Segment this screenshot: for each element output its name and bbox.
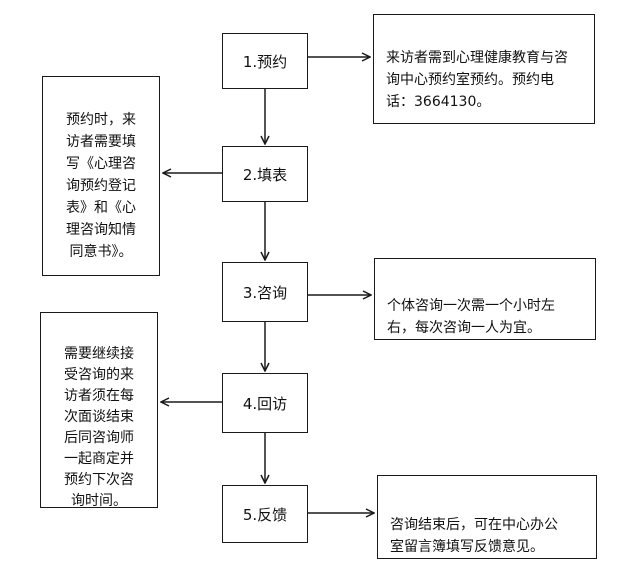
- step-consult: 3.咨询: [222, 262, 308, 322]
- step-reserve: 1.预约: [222, 33, 308, 89]
- note-feedback-text: 咨询结束后，可在中心办公 室留言簿填写反馈意见。: [390, 517, 558, 555]
- step-fill-form-label: 2.填表: [242, 165, 288, 184]
- note-consult-text: 个体咨询一次需一个小时左 右，每次咨询一人为宜。: [387, 298, 555, 336]
- note-reserve-text: 来访者需到心理健康教育与咨 询中心预约室预约。预约电 话：3664130。: [386, 50, 568, 110]
- step-follow-up-label: 4.回访: [242, 394, 288, 413]
- step-feedback-label: 5.反馈: [242, 505, 288, 524]
- step-reserve-label: 1.预约: [242, 52, 288, 71]
- note-fill-form: 预约时，来 访者需要填 写《心理咨 询预约登记 表》和《心 理咨询知情 同意书》…: [42, 76, 160, 276]
- note-consult: 个体咨询一次需一个小时左 右，每次咨询一人为宜。: [374, 258, 596, 340]
- step-consult-label: 3.咨询: [242, 283, 288, 302]
- note-reserve: 来访者需到心理健康教育与咨 询中心预约室预约。预约电 话：3664130。: [373, 14, 595, 124]
- step-follow-up: 4.回访: [222, 373, 308, 433]
- step-feedback: 5.反馈: [222, 485, 308, 543]
- note-fill-form-text: 预约时，来 访者需要填 写《心理咨 询预约登记 表》和《心 理咨询知情 同意书》…: [66, 112, 136, 260]
- step-fill-form: 2.填表: [222, 146, 308, 202]
- note-feedback: 咨询结束后，可在中心办公 室留言簿填写反馈意见。: [377, 475, 597, 559]
- note-follow-up-text: 需要继续接 受咨询的来 访者须在每 次面谈结束 后同咨询师 一起商定并 预约下次…: [64, 346, 134, 509]
- note-follow-up: 需要继续接 受咨询的来 访者须在每 次面谈结束 后同咨询师 一起商定并 预约下次…: [40, 312, 158, 509]
